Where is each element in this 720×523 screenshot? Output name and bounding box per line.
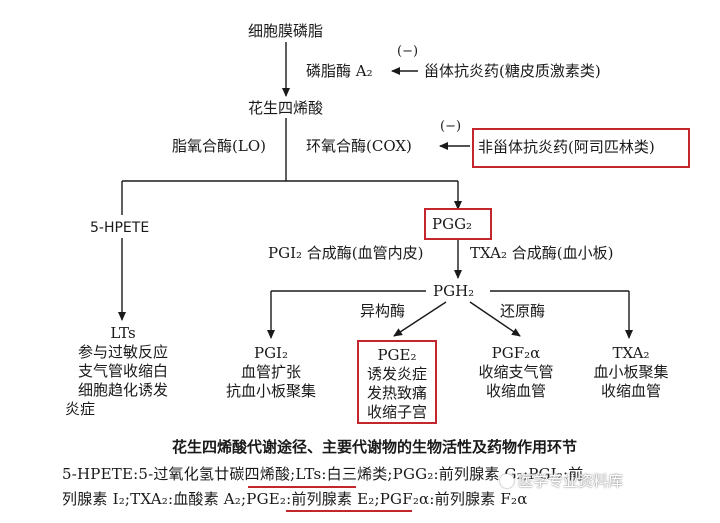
watermark-logo-icon — [500, 474, 514, 488]
figure-caption: 花生四烯酸代谢途径、主要代谢物的生物活性及药物作用环节 — [172, 438, 578, 456]
pgf2a-effect-2: 收缩血管 — [485, 382, 546, 400]
watermark: 医学专业资料库 — [500, 470, 623, 491]
node-pgh2: PGH₂ — [433, 282, 475, 300]
pge2-effect-2: 发热致痛 — [366, 384, 427, 402]
lts-name: LTs — [110, 324, 136, 342]
lts-effect-4: 炎症 — [65, 400, 96, 418]
label-lipoxygenase: 脂氧合酶(LO) — [172, 137, 266, 155]
lts-effect-1: 参与过敏反应 — [77, 343, 168, 361]
pgf2a-effect-1: 收缩支气管 — [478, 363, 554, 381]
underline-lts — [248, 486, 356, 488]
pgi2-effect-2: 抗血小板聚集 — [225, 382, 316, 400]
pge2-effect-1: 诱发炎症 — [366, 365, 427, 383]
label-cyclooxygenase: 环氧合酶(COX) — [306, 137, 412, 155]
footnote-line-1: 5-HPETE:5-过氧化氢廿碳四烯酸;LTs:白三烯类;PGG₂:前列腺素 G… — [62, 465, 584, 483]
txa2-effect-1: 血小板聚集 — [593, 363, 669, 381]
node-arachidonic-acid: 花生四烯酸 — [248, 99, 324, 117]
node-pgg2: PGG₂ — [432, 215, 473, 233]
label-isomerase: 异构酶 — [360, 302, 406, 320]
node-pgf2a: PGF₂α 收缩支气管 收缩血管 — [466, 344, 566, 401]
watermark-text: 医学专业资料库 — [518, 472, 624, 490]
footnote-line-2: 列腺素 I₂;TXA₂:血酸素 A₂;PGE₂:前列腺素 E₂;PGF₂α:前列… — [62, 490, 528, 508]
lts-effect-2: 支气管收缩白 — [77, 362, 168, 380]
label-reductase: 还原酶 — [500, 302, 546, 320]
arrow-to-pge2 — [393, 301, 447, 337]
pgf2a-name: PGF₂α — [491, 344, 541, 362]
lts-effect-3: 细胞趋化诱发 — [77, 381, 168, 399]
underline-pge2 — [286, 510, 412, 512]
node-pge2: PGE₂ 诱发炎症 发热致痛 收缩子宫 — [358, 346, 436, 422]
node-lts: LTs 参与过敏反应 支气管收缩白 细胞趋化诱发 炎症 — [62, 324, 184, 419]
node-phospholipid: 细胞膜磷脂 — [248, 22, 324, 40]
pge2-highlight-box — [357, 340, 437, 424]
nsaid-highlight-box — [472, 128, 690, 168]
inhibit-sign-2: (−) — [440, 119, 462, 134]
node-nsaid-drug: 非甾体抗炎药(阿司匹林类) — [478, 138, 655, 156]
node-steroid-drug: 甾体抗炎药(糖皮质激素类) — [424, 62, 601, 80]
txa2-name: TXA₂ — [612, 344, 650, 362]
inhibit-sign-1: (−) — [397, 44, 419, 59]
pge2-effect-3: 收缩子宫 — [366, 403, 427, 421]
pgg2-highlight-box — [424, 208, 492, 240]
node-txa2: TXA₂ 血小板聚集 收缩血管 — [586, 344, 676, 401]
label-txa2-synthase: TXA₂ 合成酶(血小板) — [470, 244, 614, 262]
pge2-name: PGE₂ — [377, 346, 417, 364]
arrow-to-pgf2a — [469, 301, 521, 337]
pgi2-effect-1: 血管扩张 — [240, 363, 301, 381]
label-pla2: 磷脂酶 A₂ — [306, 62, 373, 80]
txa2-effect-2: 收缩血管 — [600, 382, 661, 400]
pgi2-name: PGI₂ — [253, 344, 288, 362]
node-pgi2: PGI₂ 血管扩张 抗血小板聚集 — [221, 344, 321, 401]
node-5-hpete: 5-HPETE — [90, 220, 150, 236]
label-pgi2-synthase: PGI₂ 合成酶(血管内皮) — [268, 244, 424, 262]
